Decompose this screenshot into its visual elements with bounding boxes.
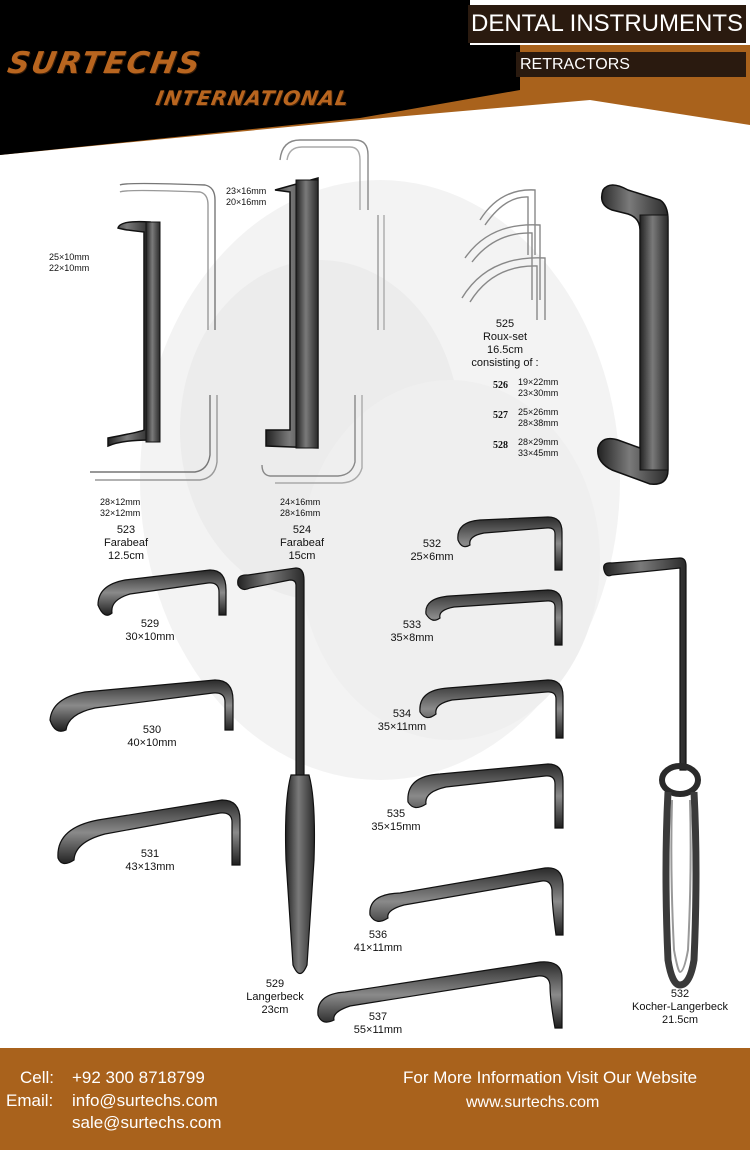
item-523-length: 12.5cm: [107, 550, 145, 562]
website-link[interactable]: www.surtechs.com: [466, 1094, 600, 1111]
email-label: Email:: [6, 1091, 54, 1110]
instrument-529-langerbeck: [237, 567, 316, 975]
contact-footer: Cell: +92 300 8718799 Email: info@surtec…: [0, 1048, 750, 1150]
item-532-small-size: 25×6mm: [410, 551, 454, 563]
item-529-small-number: 529: [140, 618, 160, 630]
category-subtitle: RETRACTORS: [516, 52, 746, 77]
item-531-size: 43×13mm: [125, 861, 175, 873]
item-532-small-number: 532: [422, 538, 442, 550]
item-523-number: 523: [116, 524, 136, 536]
background-photo-watermark: [140, 180, 620, 780]
size-524-a: 23×16mm: [226, 186, 267, 196]
item-532-kocher-length: 21.5cm: [661, 1014, 699, 1026]
item-525-name: Roux-set: [482, 331, 528, 343]
email-sale-link[interactable]: sale@surtechs.com: [72, 1113, 222, 1132]
size-523-b: 22×10mm: [49, 263, 90, 273]
item-527-size-a: 25×26mm: [518, 407, 559, 417]
item-528-size-b: 33×45mm: [518, 448, 559, 458]
website-caption: For More Information Visit Our Website: [403, 1068, 698, 1087]
email-info-link[interactable]: info@surtechs.com: [72, 1091, 218, 1110]
item-534-size: 35×11mm: [377, 721, 427, 733]
item-528-number: 528: [493, 440, 508, 451]
item-529-small-size: 30×10mm: [125, 631, 175, 643]
item-525-note: consisting of :: [471, 357, 539, 369]
size-523-a: 25×10mm: [49, 252, 90, 262]
size-524-b: 20×16mm: [226, 197, 267, 207]
item-526-size-b: 23×30mm: [518, 388, 559, 398]
instrument-roux-large: [597, 184, 669, 485]
instrument-525-roux-set: [461, 189, 546, 320]
instrument-532-kocher-langerbeck: [603, 557, 701, 989]
instrument-534: [419, 679, 564, 739]
item-526-size-a: 19×22mm: [518, 377, 559, 387]
item-524-name: Farabeaf: [279, 537, 325, 549]
item-534-number: 534: [392, 708, 412, 720]
instrument-533: [425, 589, 563, 646]
item-537-number: 537: [368, 1011, 388, 1023]
item-536-number: 536: [368, 929, 388, 941]
size-524-c: 24×16mm: [280, 497, 321, 507]
item-525-length: 16.5cm: [486, 344, 524, 356]
item-525-number: 525: [495, 318, 515, 330]
item-528-size-a: 28×29mm: [518, 437, 559, 447]
item-535-number: 535: [386, 808, 406, 820]
cell-number: +92 300 8718799: [72, 1068, 205, 1087]
instrument-537: [317, 961, 563, 1029]
item-524-number: 524: [292, 524, 312, 536]
item-533-number: 533: [402, 619, 422, 631]
instrument-523-farabeaf: [90, 182, 218, 481]
item-529-langerbeck-length: 23cm: [261, 1004, 289, 1016]
item-524-length: 15cm: [288, 550, 316, 562]
item-532-kocher-number: 532: [670, 988, 690, 1000]
instrument-531: [57, 799, 241, 866]
item-536-size: 41×11mm: [353, 942, 403, 954]
item-529-langerbeck-number: 529: [265, 978, 285, 990]
item-523-name: Farabeaf: [103, 537, 149, 549]
item-529-langerbeck-name: Langerbeck: [246, 991, 304, 1003]
instrument-535: [407, 763, 564, 829]
instrument-530: [49, 679, 234, 732]
page-title: DENTAL INSTRUMENTS: [468, 5, 746, 43]
item-537-size: 55×11mm: [353, 1024, 403, 1036]
size-523-d: 32×12mm: [100, 508, 141, 518]
size-523-c: 28×12mm: [100, 497, 141, 507]
item-530-size: 40×10mm: [127, 737, 177, 749]
cell-label: Cell:: [20, 1068, 55, 1087]
item-532-kocher-name: Kocher-Langerbeck: [631, 1001, 728, 1013]
item-527-size-b: 28×38mm: [518, 418, 559, 428]
header-banner: [0, 0, 750, 155]
item-533-size: 35×8mm: [390, 632, 434, 644]
item-527-number: 527: [493, 410, 508, 421]
item-531-number: 531: [140, 848, 160, 860]
item-530-number: 530: [142, 724, 162, 736]
item-526-number: 526: [493, 380, 508, 391]
item-535-size: 35×15mm: [371, 821, 421, 833]
instrument-536: [369, 867, 564, 936]
instrument-524-farabeaf: [261, 139, 385, 484]
instrument-532-small: [457, 516, 563, 571]
size-524-d: 28×16mm: [280, 508, 321, 518]
instrument-529-small: [97, 569, 227, 616]
